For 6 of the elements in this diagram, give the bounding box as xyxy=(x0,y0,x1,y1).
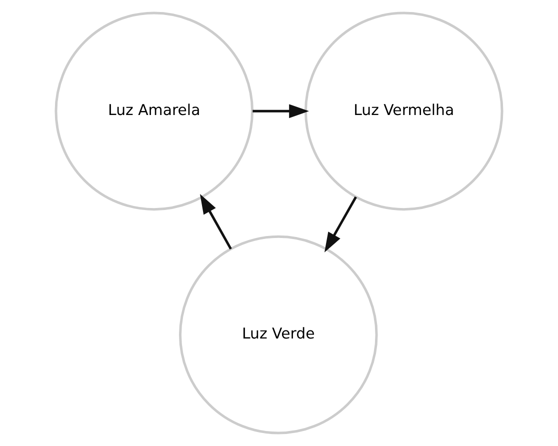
arrow xyxy=(252,104,309,118)
node-circle: Luz Vermelha xyxy=(304,12,504,211)
arrow xyxy=(200,194,232,250)
node-circle: Luz Verde xyxy=(178,235,378,434)
arrow xyxy=(324,196,357,252)
node-circle: Luz Amarela xyxy=(54,12,254,211)
